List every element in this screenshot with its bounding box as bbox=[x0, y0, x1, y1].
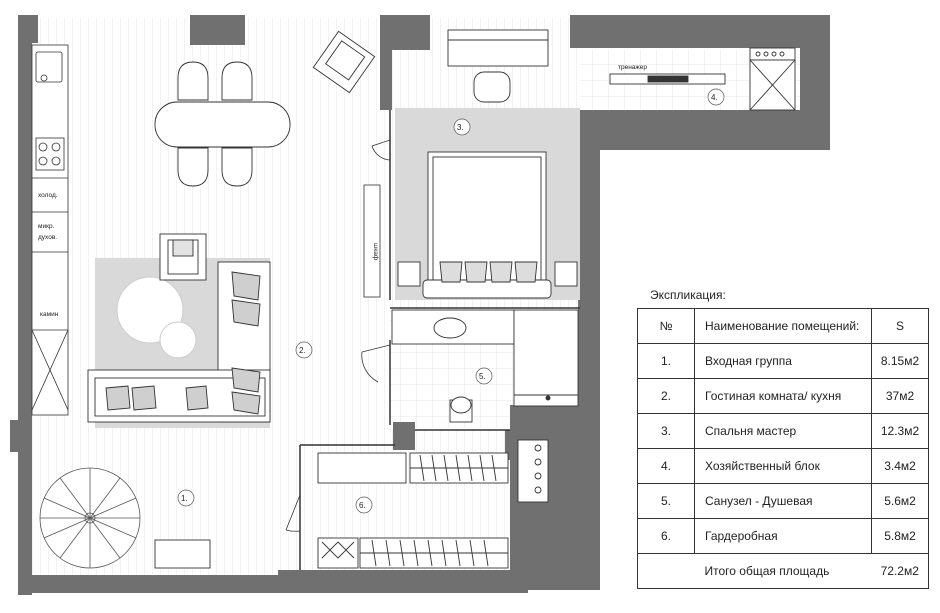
legend-header-row: № Наименование помещений: S bbox=[637, 308, 929, 344]
hall-wardrobe bbox=[363, 184, 381, 298]
room-number-5: 5. bbox=[479, 372, 486, 381]
row-name: Гостиная комната/ кухня bbox=[694, 378, 872, 414]
row-area: 3.4м2 bbox=[871, 448, 929, 484]
row-number: 6. bbox=[637, 518, 695, 554]
sofa bbox=[87, 261, 271, 423]
row-name: Спальня мастер bbox=[694, 413, 872, 449]
bathroom-fixtures bbox=[391, 309, 579, 423]
coffee-tables bbox=[116, 276, 197, 359]
doors bbox=[285, 139, 391, 532]
row-area: 37м2 bbox=[871, 378, 929, 414]
bed bbox=[397, 151, 578, 299]
room-number-1: 1. bbox=[181, 494, 188, 503]
room-markers bbox=[177, 88, 725, 514]
room-number-2: 2. bbox=[299, 346, 306, 355]
row-number: 1. bbox=[637, 343, 695, 379]
header-name: Наименование помещений: bbox=[694, 308, 872, 344]
row-name: Гардеробная bbox=[694, 518, 872, 554]
room-number-6: 6. bbox=[359, 501, 366, 510]
dining-set bbox=[154, 61, 291, 187]
table-row: 1. Входная группа 8.15м2 bbox=[637, 343, 929, 379]
micro-oven-label-2: духов. bbox=[38, 234, 57, 241]
armchair-living bbox=[159, 233, 207, 281]
total-area: 72.2м2 bbox=[871, 553, 929, 589]
table-row: 4. Хозяйственный блок 3.4м2 bbox=[637, 448, 929, 484]
row-area: 5.8м2 bbox=[871, 518, 929, 554]
armchair-top bbox=[312, 30, 376, 94]
room-number-3: 3. bbox=[457, 123, 464, 132]
entry-bench bbox=[154, 539, 211, 569]
row-area: 8.15м2 bbox=[871, 343, 929, 379]
row-name: Входная группа bbox=[694, 343, 872, 379]
fireplace-label: камин bbox=[40, 311, 59, 318]
room-number-4: 4. bbox=[711, 93, 718, 102]
kitchen-counter bbox=[31, 44, 69, 416]
row-area: 12.3м2 bbox=[871, 413, 929, 449]
row-name: Санузел - Душевая bbox=[694, 483, 872, 519]
wardrobe-fixtures bbox=[317, 439, 549, 569]
total-number bbox=[637, 553, 695, 589]
table-row: 3. Спальня мастер 12.3м2 bbox=[637, 413, 929, 449]
row-name: Хозяйственный блок bbox=[694, 448, 872, 484]
micro-oven-label: микр. bbox=[38, 223, 55, 230]
header-number: № bbox=[637, 308, 695, 344]
total-name: Итого общая площадь bbox=[694, 553, 872, 589]
row-number: 2. bbox=[637, 378, 695, 414]
walls bbox=[10, 15, 830, 595]
table-row: 5. Санузел - Душевая 5.6м2 bbox=[637, 483, 929, 519]
header-area: S bbox=[871, 308, 929, 344]
row-number: 4. bbox=[637, 448, 695, 484]
row-number: 3. bbox=[637, 413, 695, 449]
table-row: 6. Гардеробная 5.8м2 bbox=[637, 518, 929, 554]
desk bbox=[447, 29, 549, 103]
wardrobe-label: шкаф bbox=[372, 243, 379, 261]
legend-title: Экспликация: bbox=[650, 288, 726, 302]
row-number: 5. bbox=[637, 483, 695, 519]
utility-equipment bbox=[609, 47, 796, 111]
total-row: Итого общая площадь 72.2м2 bbox=[637, 553, 929, 589]
row-area: 5.6м2 bbox=[871, 483, 929, 519]
partitions bbox=[299, 110, 580, 570]
spiral-staircase bbox=[39, 467, 141, 569]
table-row: 2. Гостиная комната/ кухня 37м2 bbox=[637, 378, 929, 414]
treadmill-label: тренажер bbox=[618, 64, 647, 71]
legend-table: № Наименование помещений: S 1. Входная г… bbox=[637, 308, 929, 589]
fridge-label: холод. bbox=[38, 192, 58, 199]
